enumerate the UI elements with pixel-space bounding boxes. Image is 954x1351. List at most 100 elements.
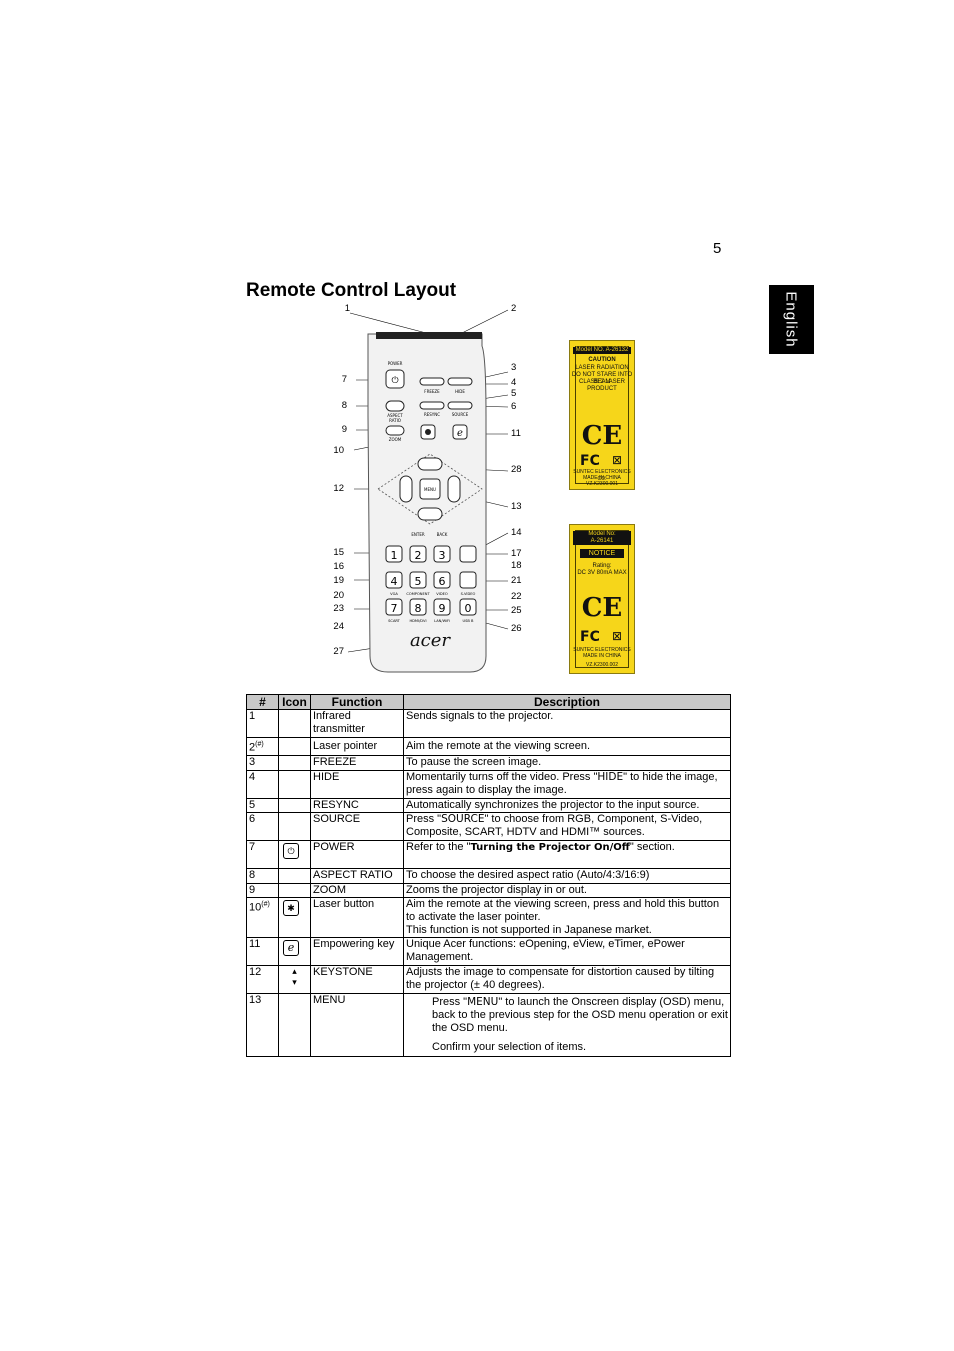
header-description: Description bbox=[403, 694, 731, 710]
row-number: 4 bbox=[246, 770, 279, 799]
table-row: 4 HIDE Momentarily turns off the video. … bbox=[246, 770, 731, 799]
laser-icon: ✱ bbox=[283, 900, 299, 916]
svg-text:SCART: SCART bbox=[388, 619, 400, 623]
label-b-rating-val: DC 3V 80mA MAX bbox=[577, 570, 627, 576]
row-function: Infrared transmitter bbox=[310, 709, 404, 738]
callout-20: 20 bbox=[333, 590, 344, 601]
row-number: 2(#) bbox=[246, 737, 279, 756]
header-number: # bbox=[246, 694, 279, 710]
row-icon: ⏻ bbox=[278, 840, 311, 869]
device-label-a: Model NO. A-26132 CAUTION LASER RADIATIO… bbox=[569, 340, 635, 490]
callout-28: 28 bbox=[511, 464, 522, 475]
remote-control-figure: ⏻ POWER FREEZE HIDE ASPECT RATIO RESYNC … bbox=[320, 296, 640, 680]
callout-6: 6 bbox=[511, 401, 517, 412]
row-description: Momentarily turns off the video. Press "… bbox=[403, 770, 731, 799]
table-row: 6 SOURCE Press "SOURCE" to choose from R… bbox=[246, 812, 731, 841]
svg-text:MENU: MENU bbox=[424, 487, 436, 492]
callout-23: 23 bbox=[333, 603, 344, 614]
label-b-model-no: A-26141 bbox=[573, 538, 631, 545]
label-a-code: VZ.K2300.001 bbox=[586, 481, 618, 487]
label-b-notice: NOTICE bbox=[580, 549, 624, 558]
svg-text:RESYNC: RESYNC bbox=[424, 412, 440, 417]
svg-text:6: 6 bbox=[439, 575, 446, 588]
callout-12: 12 bbox=[333, 483, 344, 494]
language-tab-label: English bbox=[783, 291, 801, 348]
svg-text:⏻: ⏻ bbox=[391, 375, 398, 386]
keystone-up-icon: ▴ bbox=[292, 966, 297, 976]
row-description: Zooms the projector display in or out. bbox=[403, 883, 731, 898]
callout-13: 13 bbox=[511, 501, 522, 512]
label-b-model: Model No: bbox=[573, 531, 631, 538]
table-row: 2(#) Laser pointer Aim the remote at the… bbox=[246, 737, 731, 756]
row-icon bbox=[278, 737, 311, 756]
label-b-fc-mark: FC bbox=[580, 629, 600, 645]
svg-text:HDMI/DVI: HDMI/DVI bbox=[409, 619, 426, 623]
keystone-down-icon: ▾ bbox=[292, 977, 297, 987]
svg-text:5: 5 bbox=[415, 575, 422, 588]
header-icon: Icon bbox=[278, 694, 311, 710]
row-description: Automatically synchronizes the projector… bbox=[403, 798, 731, 813]
table-row: 5 RESYNC Automatically synchronizes the … bbox=[246, 798, 731, 813]
row-description: Adjusts the image to compensate for dist… bbox=[403, 965, 731, 994]
row-icon bbox=[278, 755, 311, 771]
callout-2: 2 bbox=[511, 303, 517, 314]
svg-text:FREEZE: FREEZE bbox=[424, 389, 440, 394]
row-description: Aim the remote at the viewing screen, pr… bbox=[403, 897, 731, 938]
table-row: 7 ⏻ POWER Refer to the "Turning the Proj… bbox=[246, 840, 731, 869]
callout-4: 4 bbox=[511, 377, 517, 388]
row-description: To pause the screen image. bbox=[403, 755, 731, 771]
table-row: 12 ▴▾ KEYSTONE Adjusts the image to comp… bbox=[246, 965, 731, 994]
row-function: Laser button bbox=[310, 897, 404, 938]
callout-1: 1 bbox=[344, 303, 350, 314]
row-description: Sends signals to the projector. bbox=[403, 709, 731, 738]
table-row: 10(#) ✱ Laser button Aim the remote at t… bbox=[246, 897, 731, 938]
recycle-bin-icon: ⊠ bbox=[612, 629, 623, 643]
function-table: # Icon Function Description 1 Infrared t… bbox=[246, 694, 731, 1057]
row-description: To choose the desired aspect ratio (Auto… bbox=[403, 868, 731, 884]
row-icon bbox=[278, 798, 311, 813]
callout-15: 15 bbox=[333, 547, 344, 558]
row-number: 3 bbox=[246, 755, 279, 771]
callout-9: 9 bbox=[341, 424, 347, 435]
row-icon bbox=[278, 883, 311, 898]
label-b-ce-mark: CE bbox=[581, 593, 623, 623]
svg-text:POWER: POWER bbox=[388, 361, 403, 366]
svg-text:SOURCE: SOURCE bbox=[452, 412, 469, 417]
row-number: 6 bbox=[246, 812, 279, 841]
svg-text:ZOOM: ZOOM bbox=[389, 437, 402, 442]
callout-14: 14 bbox=[511, 527, 522, 538]
callout-19: 19 bbox=[333, 575, 344, 586]
callout-18: 18 bbox=[511, 560, 522, 571]
row-icon bbox=[278, 812, 311, 841]
row-function: ZOOM bbox=[310, 883, 404, 898]
row-icon bbox=[278, 868, 311, 884]
row-icon bbox=[278, 709, 311, 738]
row-function: SOURCE bbox=[310, 812, 404, 841]
page-title: Remote Control Layout bbox=[246, 280, 457, 301]
label-b-made: MADE IN CHINA bbox=[583, 653, 621, 659]
label-b-rating: Rating: bbox=[592, 563, 612, 569]
row-icon bbox=[278, 993, 311, 1057]
device-label-b: Model No: A-26141 NOTICE Rating: DC 3V 8… bbox=[569, 524, 635, 674]
svg-text:HIDE: HIDE bbox=[455, 389, 465, 394]
table-row: 9 ZOOM Zooms the projector display in or… bbox=[246, 883, 731, 898]
callout-3: 3 bbox=[511, 362, 517, 373]
remote-illustration: ⏻ POWER FREEZE HIDE ASPECT RATIO RESYNC … bbox=[347, 309, 509, 673]
table-row: 11 e Empowering key Unique Acer function… bbox=[246, 937, 731, 966]
callout-21: 21 bbox=[511, 575, 522, 586]
callout-22: 22 bbox=[511, 591, 522, 602]
callout-27: 27 bbox=[333, 646, 344, 657]
row-function: ASPECT RATIO bbox=[310, 868, 404, 884]
label-a-model: Model NO. A-26132 bbox=[573, 347, 631, 354]
callout-16: 16 bbox=[333, 561, 344, 572]
page-number: 5 bbox=[713, 240, 722, 257]
row-number: 7 bbox=[246, 840, 279, 869]
callout-10: 10 bbox=[333, 445, 344, 456]
svg-text:COMPONENT: COMPONENT bbox=[406, 592, 430, 596]
svg-text:VGA: VGA bbox=[390, 592, 398, 596]
row-number: 9 bbox=[246, 883, 279, 898]
callout-5: 5 bbox=[511, 388, 517, 399]
row-icon bbox=[278, 770, 311, 799]
language-tab: English bbox=[769, 285, 814, 354]
row-function: Laser pointer bbox=[310, 737, 404, 756]
